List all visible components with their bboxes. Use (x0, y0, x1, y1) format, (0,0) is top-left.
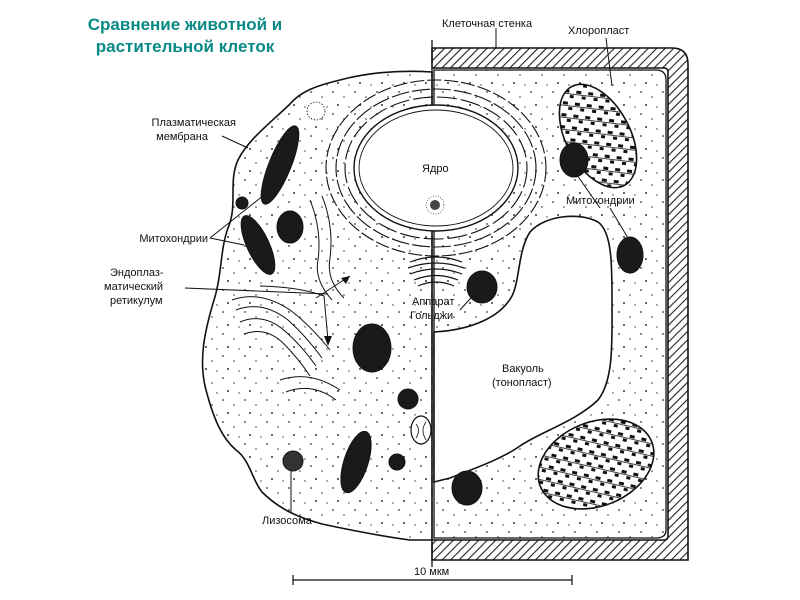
golgi-apparatus (407, 256, 465, 287)
label-er-1: Эндоплаз- (110, 267, 164, 279)
label-plasma-membrane-1: Плазматическая (152, 117, 237, 129)
label-vacuole-2: (тонопласт) (492, 377, 552, 389)
scale-bar-label: 10 мкм (414, 566, 449, 578)
label-golgi-2: Гольджи (410, 310, 453, 322)
nucleolus (425, 195, 445, 215)
label-er-3: ретикулум (110, 295, 163, 307)
diagram-title: Сравнение животной и растительной клеток (40, 14, 330, 58)
label-mitochondria-right: Митохондрии (566, 195, 635, 207)
chloroplast-bottom (537, 418, 655, 510)
endoplasmic-reticulum (231, 195, 345, 401)
label-golgi-1: Аппарат (412, 296, 454, 308)
label-cell-wall: Клеточная стенка (442, 18, 533, 30)
label-nucleus: Ядро (422, 163, 449, 175)
cytoplasm-vesicle (306, 101, 326, 121)
nucleus (325, 79, 547, 257)
label-er-2: матический (104, 281, 163, 293)
vesicle (410, 415, 432, 445)
cell-wall (431, 47, 689, 561)
label-vacuole-1: Вакуоль (502, 363, 544, 375)
label-mitochondria-left: Митохондрии (139, 233, 208, 245)
title-line-1: Сравнение животной и (87, 15, 283, 34)
lysosome (282, 450, 304, 472)
label-plasma-membrane-2: мембрана (156, 131, 209, 143)
vacuole (433, 215, 613, 484)
label-chloroplast: Хлоропласт (568, 25, 629, 37)
plant-mitochondria (451, 142, 644, 506)
arrowheads (324, 276, 350, 346)
scale-bar (292, 575, 573, 585)
animal-mitochondria (235, 125, 419, 494)
label-lysosome: Лизосома (262, 515, 313, 527)
title-line-2: растительной клеток (95, 37, 275, 56)
